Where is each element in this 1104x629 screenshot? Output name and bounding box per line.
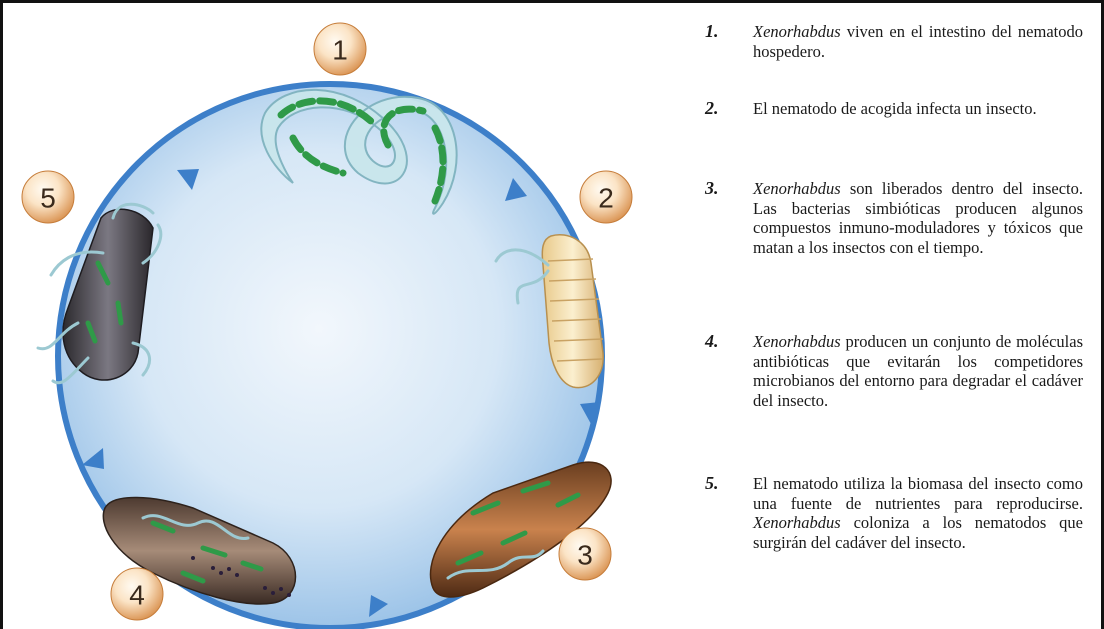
badge-5: 5: [22, 171, 74, 223]
badge-2: 2: [580, 171, 632, 223]
step-text: El nematodo de acogida infecta un insect…: [753, 99, 1037, 118]
badge-4: 4: [111, 568, 163, 620]
step-text: Xenorhabdus viven en el intestino del ne…: [753, 22, 1083, 61]
step-text: Xenorhabdus son liberados dentro del ins…: [753, 179, 1083, 257]
step-text: El nematodo utiliza la biomasa del insec…: [753, 474, 1083, 552]
step-number: 5.: [705, 474, 719, 494]
step-1: 1. Xenorhabdus viven en el intestino del…: [705, 22, 1083, 61]
badge-3: 3: [559, 528, 611, 580]
svg-text:5: 5: [40, 183, 56, 214]
step-3: 3. Xenorhabdus son liberados dentro del …: [705, 179, 1083, 257]
step-number: 3.: [705, 179, 719, 199]
step-text-part: El nematodo de acogida infecta un insect…: [753, 99, 1037, 118]
step-2: 2. El nematodo de acogida infecta un ins…: [705, 99, 1037, 119]
step-4: 4. Xenorhabdus producen un conjunto de m…: [705, 332, 1083, 410]
step-text-part: El nematodo utiliza la biomasa del insec…: [753, 474, 1083, 513]
life-cycle-diagram: 1 2 3 4 5: [3, 3, 683, 629]
step-number: 4.: [705, 332, 719, 352]
svg-text:2: 2: [598, 183, 614, 214]
step-text: Xenorhabdus producen un conjunto de molé…: [753, 332, 1083, 410]
genus-name: Xenorhabdus: [753, 332, 841, 351]
badge-1: 1: [314, 23, 366, 75]
steps-list: 1. Xenorhabdus viven en el intestino del…: [705, 22, 1083, 61]
step-number: 1.: [705, 22, 719, 42]
svg-text:3: 3: [577, 540, 593, 571]
step-5: 5. El nematodo utiliza la biomasa del in…: [705, 474, 1083, 552]
genus-name: Xenorhabdus: [753, 179, 841, 198]
step-number: 2.: [705, 99, 719, 119]
svg-text:1: 1: [332, 35, 348, 66]
genus-name: Xenorhabdus: [753, 22, 841, 41]
genus-name: Xenorhabdus: [753, 513, 841, 532]
svg-text:4: 4: [129, 580, 145, 611]
